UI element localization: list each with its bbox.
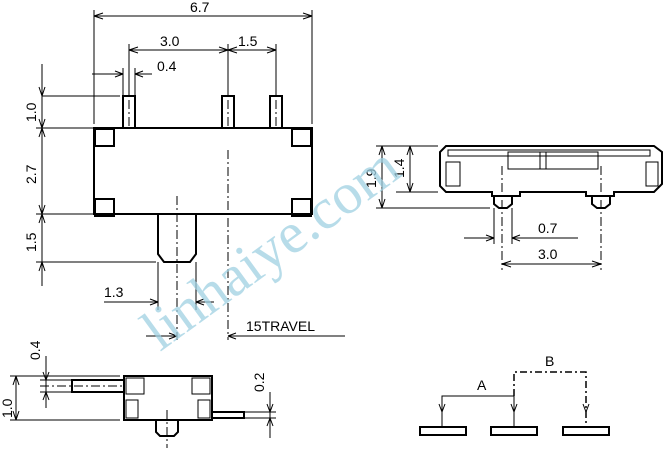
side-view: 1.9 1.4 0.7 3.0 xyxy=(363,145,663,270)
bottom-tab-label: 0.2 xyxy=(251,372,267,392)
switch-body-outline xyxy=(93,127,313,215)
top-view: 6.7 3.0 1.5 0.4 1.0 2.7 1.5 1.3 xyxy=(23,0,345,340)
actuator-width-label: 1.3 xyxy=(104,284,124,300)
side-total-height-label: 1.9 xyxy=(363,168,379,188)
label-a: A xyxy=(477,377,487,393)
slider-window xyxy=(507,151,599,170)
corner-pad xyxy=(94,198,115,217)
pin-pitch-right-label: 1.5 xyxy=(238,33,258,49)
path-b xyxy=(513,371,587,426)
actuator-height-label: 1.5 xyxy=(23,232,39,252)
side-pin-dia-label: 0.7 xyxy=(538,220,558,236)
contact-pad-b xyxy=(562,426,610,436)
body-depth-label: 2.7 xyxy=(23,164,39,184)
side-pin-pitch-label: 3.0 xyxy=(538,246,558,262)
corner-pad xyxy=(291,198,312,217)
bottom-tab xyxy=(211,411,245,419)
pin-pitch-label: 3.0 xyxy=(160,33,180,49)
bottom-view: 0.4 1.0 0.2 xyxy=(0,340,276,448)
contact-pad-common xyxy=(490,426,538,436)
pin-height-label: 1.0 xyxy=(23,102,39,122)
bottom-height-label: 1.0 xyxy=(0,398,15,418)
actuator xyxy=(157,214,197,263)
path-a xyxy=(441,395,515,426)
side-body-height-label: 1.4 xyxy=(391,158,407,178)
label-b: B xyxy=(545,353,554,369)
overall-width-label: 6.7 xyxy=(190,0,210,15)
switch-schematic: A B xyxy=(419,353,610,436)
pin-bump xyxy=(493,196,513,209)
bottom-pin-thk-label: 0.4 xyxy=(27,340,43,360)
corner-pad xyxy=(94,128,115,147)
bottom-body-outline xyxy=(123,375,213,421)
side-body-outline xyxy=(439,145,663,197)
pin-width-label: 0.4 xyxy=(157,58,177,74)
contact-pad-a xyxy=(419,426,467,436)
travel-label: 15TRAVEL xyxy=(246,318,315,334)
corner-pad xyxy=(291,128,312,147)
bottom-actuator xyxy=(71,379,125,393)
